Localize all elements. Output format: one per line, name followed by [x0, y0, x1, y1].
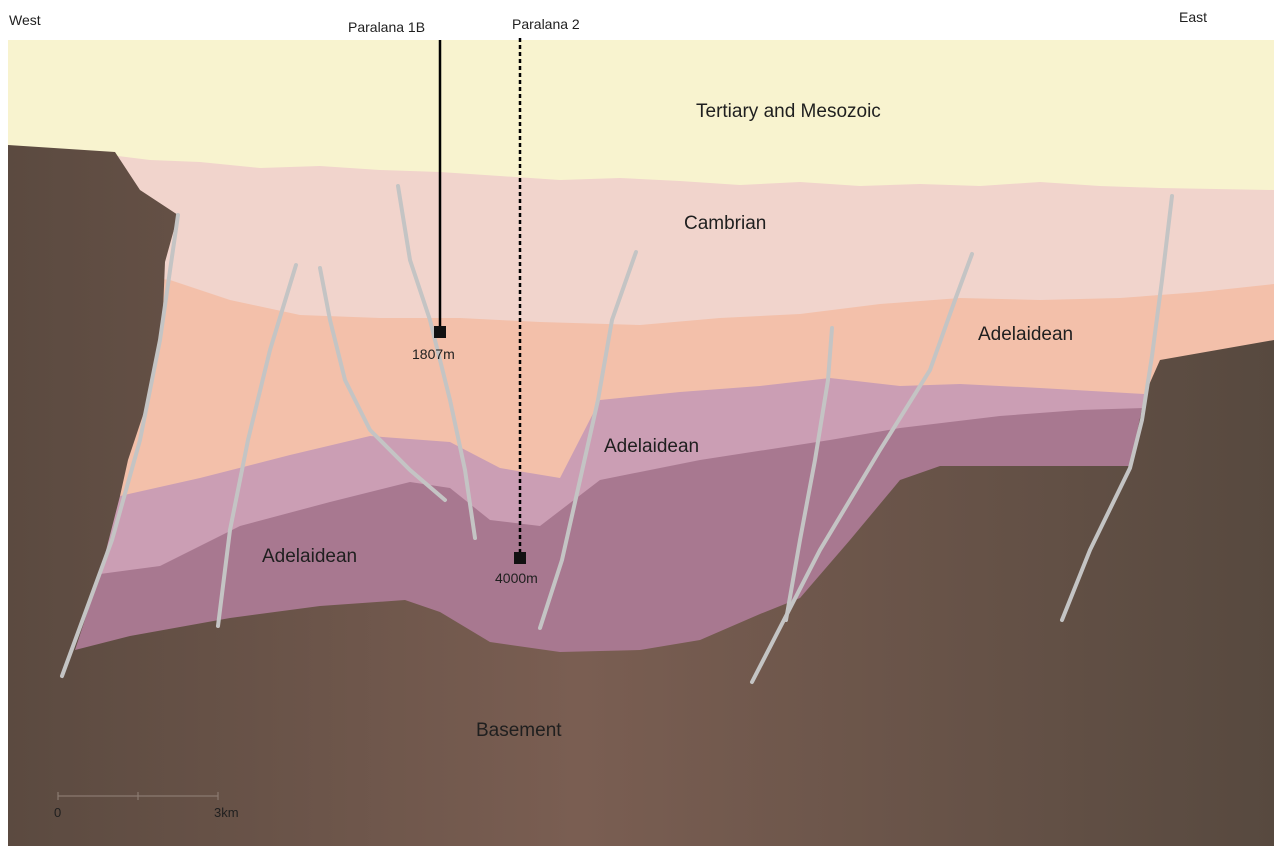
- well-name-label: Paralana 2: [512, 16, 580, 32]
- well-bottom-marker: [514, 552, 526, 564]
- well-depth-label: 1807m: [412, 346, 455, 362]
- scale-bar-end-label: 3km: [214, 805, 239, 820]
- unit-label-adelaidean-center: Adelaidean: [604, 436, 699, 457]
- unit-label-adelaidean-east: Adelaidean: [978, 324, 1073, 345]
- well-bottom-marker: [434, 326, 446, 338]
- well-name-label: Paralana 1B: [348, 19, 425, 35]
- scale-bar-start-label: 0: [54, 805, 61, 820]
- east-label: East: [1179, 9, 1207, 25]
- unit-label-adelaidean-west: Adelaidean: [262, 546, 357, 567]
- unit-label-tertiary-mesozoic: Tertiary and Mesozoic: [696, 101, 881, 122]
- west-label: West: [9, 12, 41, 28]
- unit-label-cambrian: Cambrian: [684, 213, 766, 234]
- unit-label-basement: Basement: [476, 720, 562, 741]
- well-depth-label: 4000m: [495, 570, 538, 586]
